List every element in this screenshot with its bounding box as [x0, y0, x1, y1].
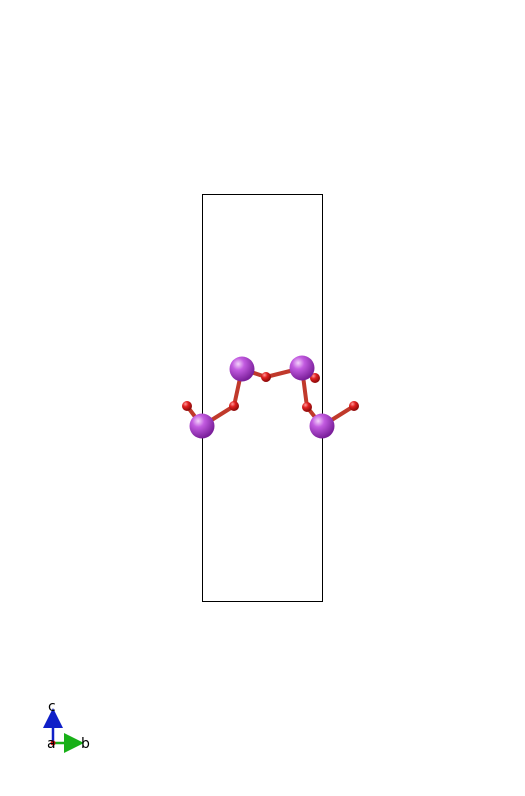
b-axis-label: b [81, 736, 90, 752]
atom-small[interactable] [349, 401, 359, 411]
a-axis-dot [50, 740, 56, 746]
atom-small[interactable] [229, 401, 239, 411]
large-atoms [189, 355, 335, 439]
atom-large[interactable] [229, 356, 255, 382]
a-axis-label: a [47, 736, 56, 752]
atom-small[interactable] [310, 373, 320, 383]
atom-small[interactable] [182, 401, 192, 411]
unit-cell-outline [202, 194, 323, 602]
atom-large[interactable] [289, 355, 315, 381]
c-axis-label: c [48, 699, 56, 715]
atom-large[interactable] [189, 413, 215, 439]
orientation-axes: c a b [43, 699, 90, 753]
small-atoms [182, 372, 359, 412]
atom-large[interactable] [309, 413, 335, 439]
atom-small[interactable] [261, 372, 271, 382]
atom-small[interactable] [302, 402, 312, 412]
